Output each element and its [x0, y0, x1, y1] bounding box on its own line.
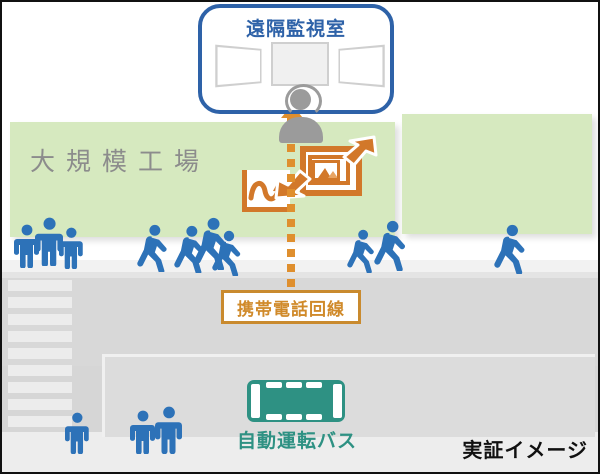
- bus-window: [306, 414, 322, 420]
- bus-window: [286, 414, 302, 420]
- person-walking-icon: [212, 230, 241, 276]
- crosswalk-stripe: [8, 416, 72, 427]
- uplink-dot: [287, 234, 295, 242]
- bus-label: 自動運転バス: [236, 430, 357, 452]
- crosswalk: [2, 280, 72, 432]
- operator-body: [279, 117, 323, 143]
- uplink-dot: [287, 174, 295, 182]
- crosswalk-stripe: [8, 331, 72, 342]
- road-plate: [102, 354, 595, 437]
- person-standing-icon: [155, 406, 182, 454]
- crosswalk-stripe: [8, 280, 72, 291]
- person-standing-icon: [35, 217, 63, 267]
- autonomous-bus-icon: [247, 380, 345, 422]
- bus-window: [266, 382, 282, 388]
- mountain-glyph: [318, 168, 337, 178]
- person-walking-icon: [494, 224, 525, 274]
- remote-room-title: 遠隔監視室: [245, 18, 346, 40]
- headset-icon: [285, 84, 322, 118]
- person-walking-icon: [347, 229, 374, 273]
- monitor-left: [215, 44, 262, 88]
- person-walking-icon: [174, 225, 204, 274]
- waveform-sensor-icon: [242, 170, 290, 212]
- mobile-line-label: 携帯電話回線: [237, 299, 345, 320]
- person-walking-icon: [137, 224, 167, 273]
- uplink-dot: [287, 144, 295, 152]
- uplink-dot: [287, 279, 295, 287]
- uplink-dot: [287, 204, 295, 212]
- factory-block-right: [402, 114, 592, 234]
- uplink-dot: [287, 189, 295, 197]
- bus-window: [251, 384, 260, 418]
- uplink-dot: [287, 249, 295, 257]
- person-standing-icon: [14, 224, 39, 268]
- crosswalk-stripe: [8, 297, 72, 308]
- bus-window: [333, 384, 342, 418]
- incoming-arrow-bottom-left: [274, 169, 312, 200]
- uplink-dot: [287, 264, 295, 272]
- operator-head: [290, 89, 311, 110]
- diagram-caption: 実証イメージ: [462, 438, 588, 462]
- person-standing-icon: [59, 227, 83, 269]
- crosswalk-stripe: [8, 399, 72, 410]
- bus-window: [266, 414, 282, 420]
- uplink-dot: [287, 159, 295, 167]
- curb-band: [2, 272, 598, 278]
- crosswalk-stripe: [8, 314, 72, 325]
- image-frame-inner: [312, 160, 340, 181]
- uplink-dot: [287, 219, 295, 227]
- remote-monitoring-room-card: 遠隔監視室: [198, 4, 394, 143]
- crosswalk-stripe: [8, 382, 72, 393]
- bus-window: [306, 382, 322, 388]
- monitor-center: [271, 42, 329, 86]
- factory-label: 大規模工場: [30, 147, 211, 176]
- monitor-right: [338, 44, 385, 88]
- mobile-line-label-box: 携帯電話回線: [221, 290, 361, 324]
- person-standing-icon: [65, 412, 89, 454]
- sidewalk-band: [2, 260, 598, 272]
- crosswalk-stripe: [8, 348, 72, 359]
- person-standing-icon: [130, 410, 155, 454]
- person-walking-icon: [374, 220, 405, 271]
- crosswalk-stripe: [8, 365, 72, 376]
- monitor-wall: [202, 41, 390, 143]
- incoming-arrow-top-right: [342, 135, 378, 167]
- footer-band: [2, 432, 598, 472]
- bus-window: [286, 382, 302, 388]
